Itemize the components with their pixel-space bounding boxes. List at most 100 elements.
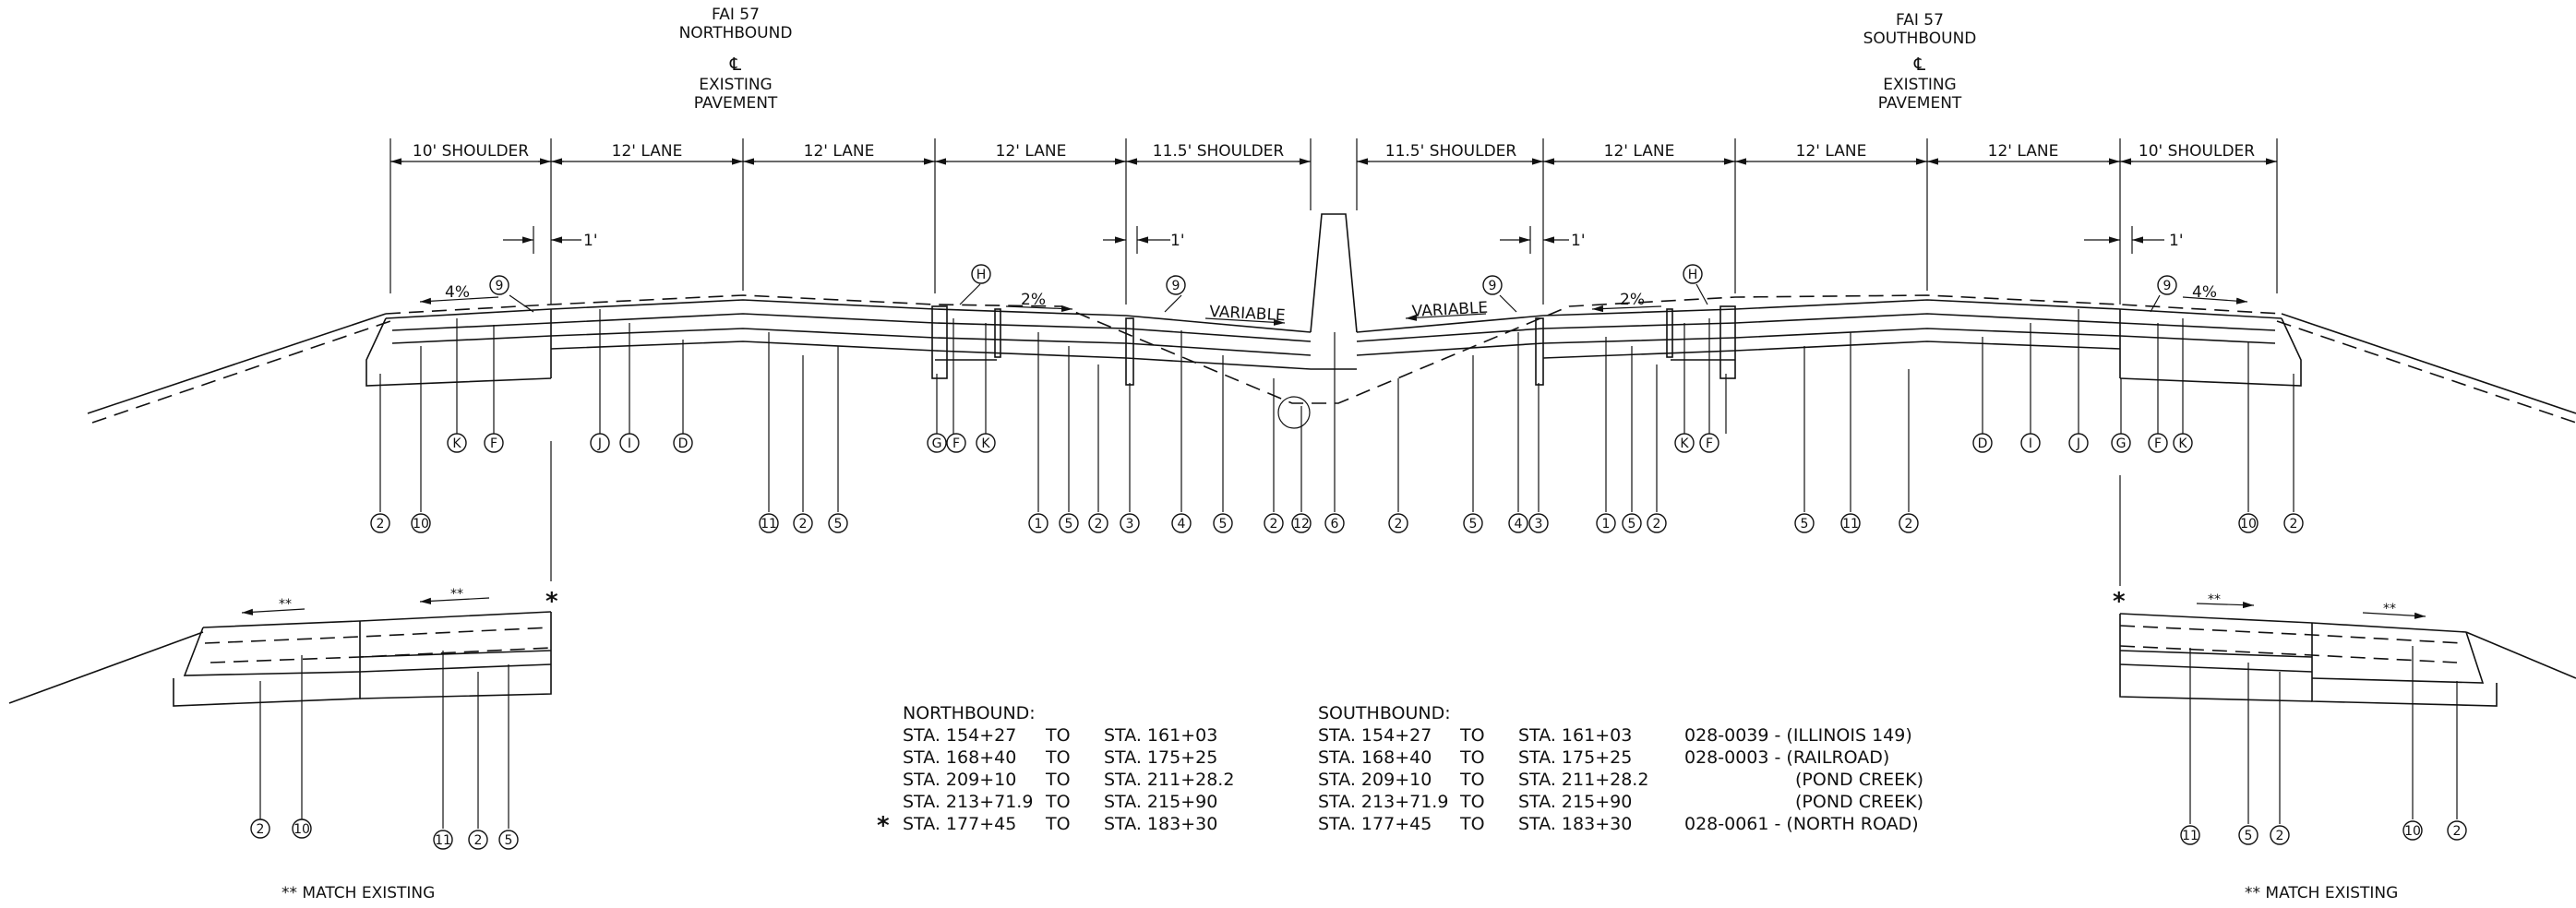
nb-lane2-dim: 12' LANE <box>804 142 875 161</box>
svg-text:K: K <box>2178 436 2187 451</box>
svg-text:2: 2 <box>2453 824 2462 839</box>
svg-text:9: 9 <box>1172 279 1180 293</box>
detail-left-callout-2: 2 <box>250 818 270 839</box>
callout-2-c: 2 <box>1088 513 1108 533</box>
nb-outer-one-foot: 1' <box>583 232 598 250</box>
svg-text:5: 5 <box>505 833 513 848</box>
nb-row-start-station: STA. 154+27 <box>903 725 1016 746</box>
callout-9-nb: 9 <box>489 275 509 295</box>
callout-3-a: 3 <box>1120 513 1140 533</box>
callout-K-nb-inner: K <box>976 433 996 453</box>
sb-row-end-station: STA. 175+25 <box>1518 747 1632 768</box>
sb-row-start-station: STA. 154+27 <box>1318 725 1432 746</box>
callout-2-a: 2 <box>370 513 390 533</box>
callout-bubbles: 9 H 9 9 H 9 K F J I D G F K K F D I J G … <box>370 264 2304 533</box>
callout-G-sb: G <box>2111 433 2131 453</box>
detail-left-callout-11: 11 <box>433 830 453 850</box>
callout-K-sb: K <box>2173 433 2193 453</box>
callout-K-nb: K <box>447 433 467 453</box>
callout-1-a: 1 <box>1028 513 1048 533</box>
svg-text:J: J <box>2076 436 2080 451</box>
sb-median-shoulder-dim: 11.5' SHOULDER <box>1385 142 1517 161</box>
nb-inner-one-foot: 1' <box>1170 232 1185 250</box>
southbound-header: FAI 57 SOUTHBOUND ℄ EXISTING PAVEMENT <box>1863 11 1977 113</box>
nb-row-end-station: STA. 183+30 <box>1104 814 1217 834</box>
svg-text:2: 2 <box>377 517 385 532</box>
svg-text:2: 2 <box>1095 517 1103 532</box>
svg-text:K: K <box>981 436 990 451</box>
detail-right-callout-10: 10 <box>2402 820 2423 841</box>
detail-right-match-note: ** MATCH EXISTING <box>2245 884 2398 902</box>
sb-direction-label: SOUTHBOUND <box>1863 30 1977 48</box>
svg-text:H: H <box>976 268 987 282</box>
nb-direction-label: NORTHBOUND <box>679 24 793 42</box>
svg-text:2: 2 <box>2276 829 2284 843</box>
svg-text:K: K <box>1680 436 1689 451</box>
callout-D-sb: D <box>1972 433 1993 453</box>
svg-text:I: I <box>628 436 631 451</box>
detail-left-callout-10: 10 <box>292 818 312 839</box>
nb-row-start-station: STA. 168+40 <box>903 747 1016 768</box>
nb-row-start-station: STA. 177+45 <box>903 814 1016 834</box>
callout-2-e: 2 <box>1388 513 1408 533</box>
callout-D-nb: D <box>673 433 693 453</box>
slope-annotations: 4% 2% VARIABLE VARIABLE 2% 4% <box>419 283 2248 326</box>
sb-row-start-station: STA. 177+45 <box>1318 814 1432 834</box>
callout-2-b: 2 <box>793 513 813 533</box>
detail-left-star: * <box>545 588 558 615</box>
detail-right-match-2: ** <box>2383 602 2396 616</box>
svg-text:F: F <box>1706 436 1713 451</box>
detail-right-callout-2b: 2 <box>2447 820 2467 841</box>
svg-text:5: 5 <box>1065 517 1073 532</box>
svg-text:G: G <box>2116 436 2127 451</box>
sb-existing-label: EXISTING <box>1883 76 1956 94</box>
svg-text:11: 11 <box>1842 517 1859 532</box>
callout-I-sb: I <box>2020 433 2041 453</box>
callout-I-nb: I <box>619 433 640 453</box>
callout-5-f: 5 <box>1794 513 1815 533</box>
nb-lane1-dim: 12' LANE <box>612 142 683 161</box>
callout-9-nb-median: 9 <box>1166 275 1186 295</box>
sb-row-to: TO <box>1459 747 1485 768</box>
nb-row-mark: * <box>877 812 890 840</box>
detail-right-callout-5: 5 <box>2238 825 2258 845</box>
callout-3-b: 3 <box>1528 513 1549 533</box>
sb-row-to: TO <box>1459 725 1485 746</box>
callout-5-a: 5 <box>828 513 848 533</box>
sb-lane2-dim: 12' LANE <box>1796 142 1867 161</box>
svg-text:10: 10 <box>294 822 310 837</box>
svg-text:K: K <box>452 436 461 451</box>
svg-text:11: 11 <box>2182 829 2199 843</box>
svg-text:2: 2 <box>799 517 808 532</box>
svg-text:H: H <box>1688 268 1698 282</box>
callout-6-a: 6 <box>1324 513 1345 533</box>
callout-10-a: 10 <box>411 513 431 533</box>
nb-row-to: TO <box>1045 770 1071 790</box>
sb-row-end-station: STA. 161+03 <box>1518 725 1632 746</box>
svg-text:10: 10 <box>413 517 429 532</box>
sb-row-end-station: STA. 215+90 <box>1518 792 1632 812</box>
nb-variable-slope: VARIABLE <box>1209 303 1286 325</box>
svg-text:2: 2 <box>474 833 483 848</box>
callout-4-b: 4 <box>1508 513 1528 533</box>
svg-text:F: F <box>953 436 960 451</box>
callout-10-b: 10 <box>2238 513 2258 533</box>
callout-11-b: 11 <box>1840 513 1861 533</box>
callout-11-a: 11 <box>759 513 779 533</box>
svg-text:F: F <box>2154 436 2162 451</box>
nb-row-start-station: STA. 209+10 <box>903 770 1016 790</box>
sb-route-label: FAI 57 <box>1896 11 1944 30</box>
svg-text:5: 5 <box>1469 517 1478 532</box>
sb-row-start-station: STA. 209+10 <box>1318 770 1432 790</box>
nb-row-to: TO <box>1045 747 1071 768</box>
nb-row-end-station: STA. 211+28.2 <box>1104 770 1234 790</box>
svg-text:2: 2 <box>1270 517 1278 532</box>
sb-outer-slope: 4% <box>2192 283 2217 302</box>
nb-pavement-label: PAVEMENT <box>694 94 778 113</box>
svg-text:10: 10 <box>2404 824 2421 839</box>
svg-text:4: 4 <box>1515 517 1523 532</box>
svg-text:2: 2 <box>257 822 265 837</box>
